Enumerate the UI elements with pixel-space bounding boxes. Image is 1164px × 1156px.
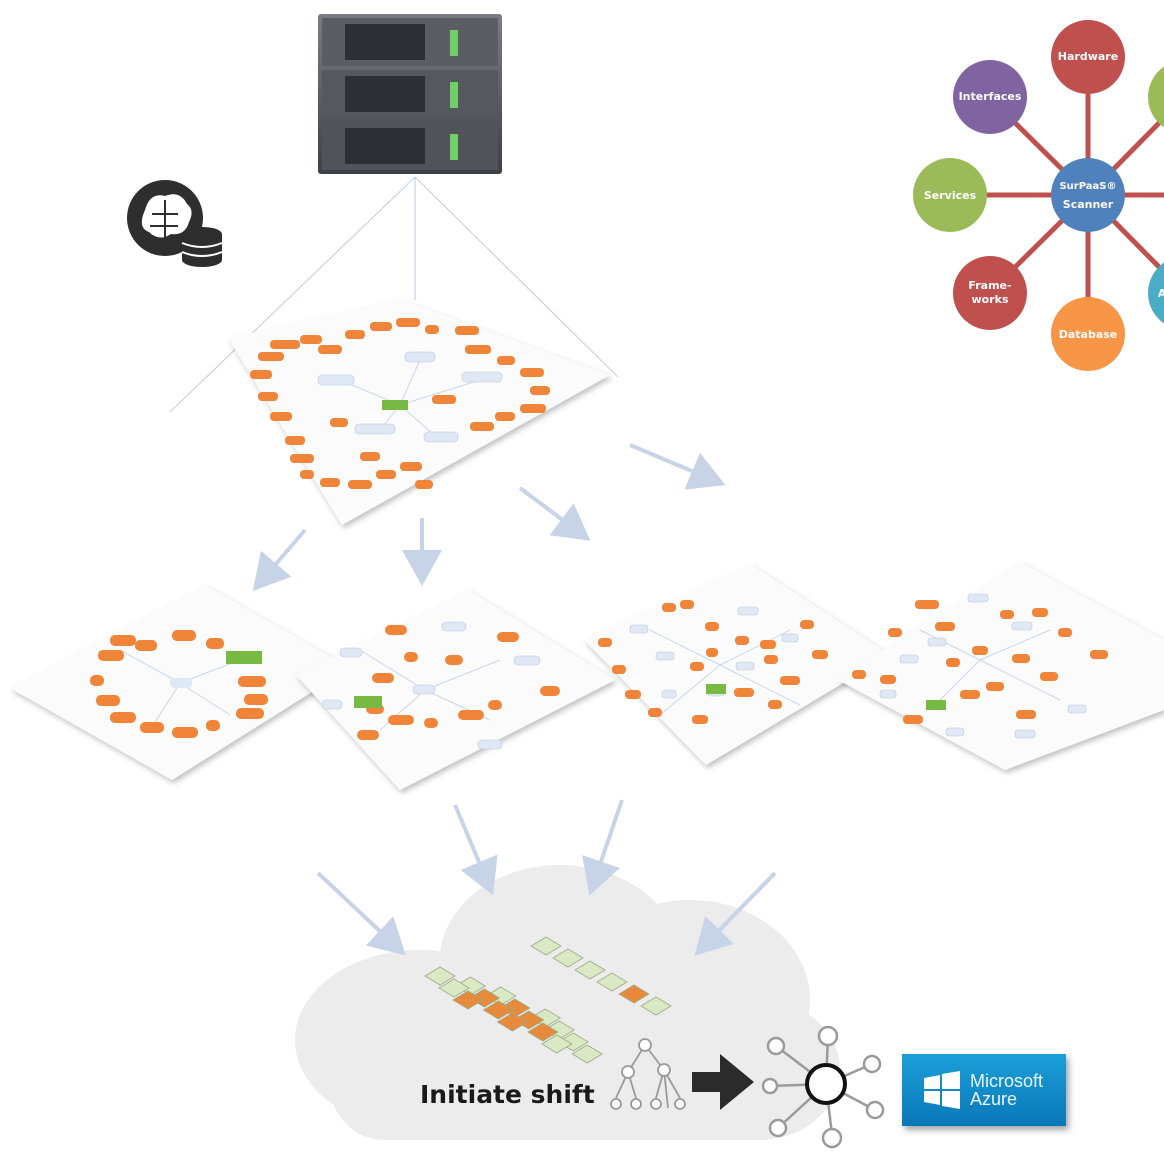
surpaas-wheel: Hardware Interfaces Services Frame- work… — [913, 20, 1164, 371]
tree-hierarchy-icon — [610, 1038, 686, 1110]
wheel-node-hardware — [1051, 20, 1125, 94]
right-arrow-icon — [692, 1054, 754, 1110]
initiate-shift-caption: Initiate shift — [420, 1080, 595, 1109]
migration-grid — [424, 936, 672, 1064]
mind-map-sub-4 — [838, 562, 1164, 770]
wheel-label-services: Services — [924, 189, 977, 202]
mind-map-main — [228, 300, 610, 525]
grid-cell — [527, 1022, 559, 1042]
wheel-label-frameworks-1: Frame- — [968, 279, 1011, 292]
grid-cell — [424, 966, 456, 986]
wheel-node-frameworks — [953, 256, 1027, 330]
mind-map-sub-3 — [584, 565, 890, 765]
wheel-label-database: Database — [1059, 328, 1118, 341]
grid-cell — [482, 1000, 515, 1020]
grid-cell — [640, 996, 672, 1016]
wheel-label-interfaces: Interfaces — [959, 90, 1022, 103]
wheel-center-node — [1051, 158, 1125, 232]
grid-cell — [618, 984, 650, 1004]
grid-cell — [571, 1044, 603, 1064]
wheel-node-partial-top — [1148, 66, 1164, 128]
wheel-node-services — [913, 158, 987, 232]
windows-logo-icon — [924, 1071, 960, 1109]
flow-arrows-bottom — [316, 799, 777, 956]
flow-arrows-top — [252, 443, 726, 592]
wheel-label-frameworks-2: works — [971, 293, 1008, 306]
projection-lines — [169, 176, 619, 413]
microsoft-azure-logo: Microsoft Azure — [902, 1054, 1066, 1126]
grid-cell — [452, 990, 484, 1010]
azure-label-microsoft: Microsoft — [970, 1071, 1044, 1091]
azure-label-azure: Azure — [970, 1089, 1018, 1109]
grid-cell — [438, 978, 470, 998]
wheel-node-partial-bottom — [1148, 262, 1164, 324]
server-rack-icon — [318, 14, 502, 174]
wheel-node-database — [1051, 297, 1125, 371]
grid-cell — [530, 936, 562, 956]
grid-cell — [552, 948, 584, 968]
wheel-label-hardware: Hardware — [1058, 50, 1118, 63]
grid-cell — [496, 1012, 529, 1032]
network-graph-icon — [761, 1025, 885, 1149]
wheel-center-label-1: SurPaaS® — [1059, 181, 1116, 192]
wheel-node-interfaces — [953, 60, 1027, 134]
wheel-label-partial-bottom: A — [1158, 287, 1164, 300]
grid-cell — [574, 960, 606, 980]
mind-map-sub-2 — [296, 590, 615, 790]
wheel-center-label-2: Scanner — [1063, 198, 1114, 211]
grid-cell — [596, 972, 628, 992]
brain-database-icon — [127, 180, 223, 267]
grid-cell — [541, 1034, 573, 1054]
mind-map-sub-1 — [10, 585, 350, 780]
